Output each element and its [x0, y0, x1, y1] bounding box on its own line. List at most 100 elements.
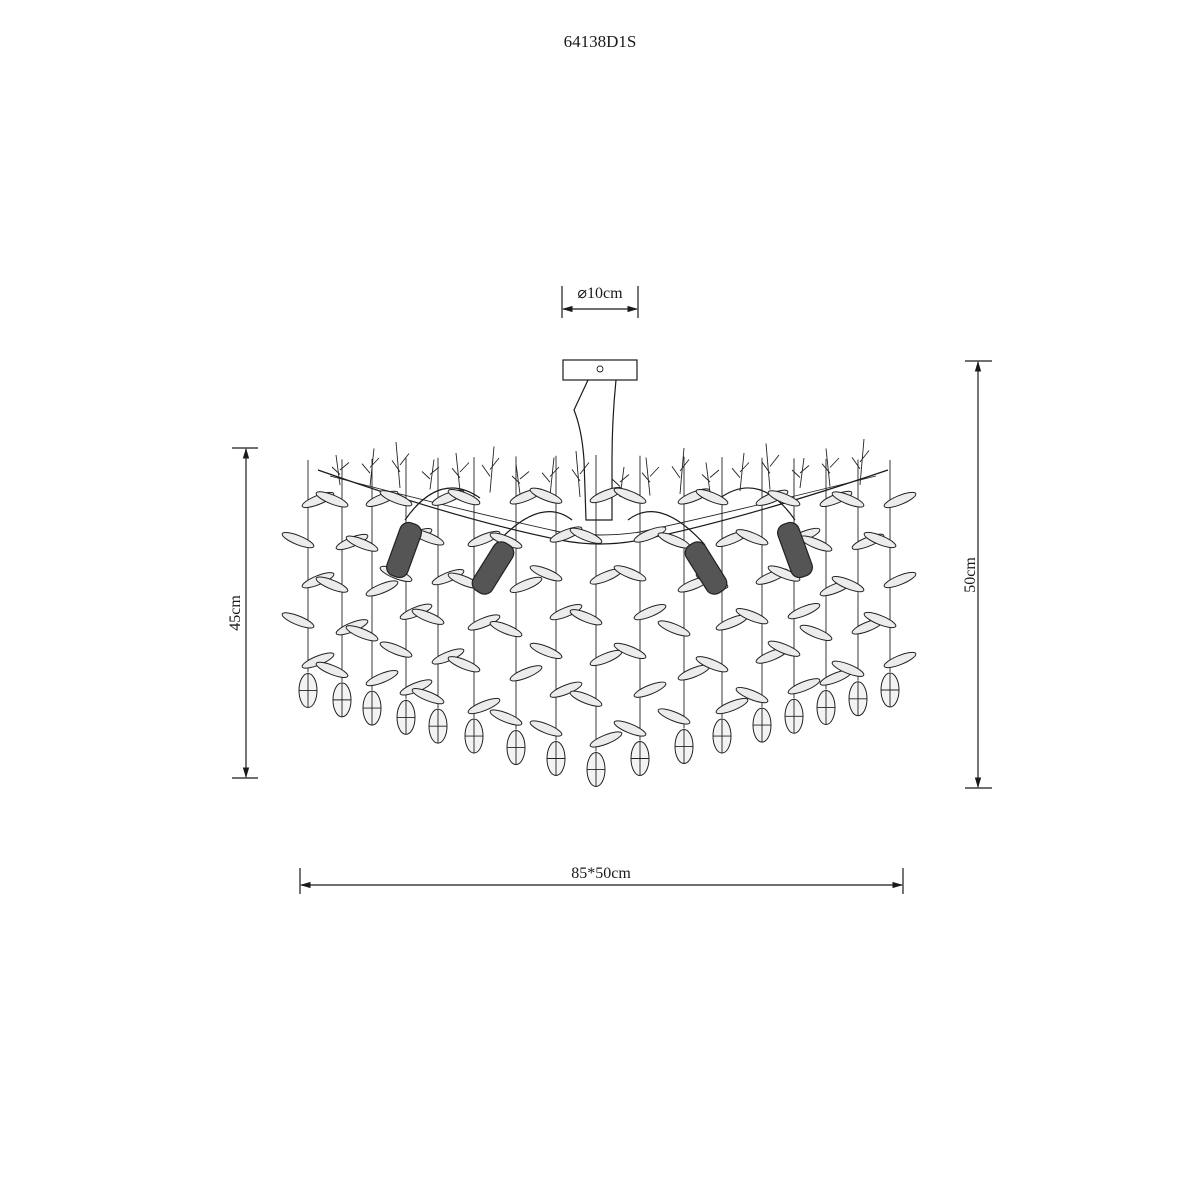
drop-crystal-facet	[881, 673, 899, 707]
coral-branch	[851, 438, 870, 486]
leaf-crystal	[345, 535, 379, 552]
leaf-crystal	[447, 489, 481, 506]
leaf-crystal	[489, 620, 523, 638]
body-height-label: 45cm	[227, 595, 244, 631]
coral-branch	[731, 452, 750, 492]
coral-branch	[671, 447, 690, 495]
drop-crystal-facet	[507, 730, 525, 765]
leaf-crystal	[735, 529, 769, 546]
coral-branch	[421, 459, 440, 490]
leaf-crystal	[883, 571, 917, 589]
leaf-crystal	[467, 697, 501, 715]
coral-branch	[391, 441, 410, 489]
drop-crystal-facet	[817, 690, 835, 725]
leaf-crystal	[831, 660, 865, 677]
ceiling-canopy	[562, 359, 638, 381]
coral-branch	[791, 457, 810, 489]
drop-crystal-facet	[397, 700, 415, 735]
leaf-crystal	[529, 720, 563, 737]
leaf-crystal	[549, 681, 583, 698]
leaf-crystal	[633, 603, 667, 621]
coral-branches	[331, 438, 870, 498]
drop-crystal-facet	[631, 741, 649, 776]
width-dimension: 85*50cm	[299, 865, 904, 894]
leaf-crystal	[365, 669, 399, 687]
leaf-crystal	[315, 491, 349, 508]
lamp-shade	[386, 521, 422, 579]
leaf-crystal	[411, 608, 445, 625]
leaf-crystal	[633, 526, 667, 543]
coral-branch	[361, 448, 380, 487]
coral-branch	[541, 457, 560, 496]
lamp-shade	[471, 541, 515, 595]
leaf-crystal	[787, 603, 821, 620]
drop-crystal-facet	[333, 682, 351, 717]
lamp-shade	[684, 541, 728, 595]
leaf-crystal	[831, 491, 865, 508]
drop-crystal-facet	[547, 741, 565, 776]
leaf-crystal	[735, 608, 769, 625]
leaf-crystal	[365, 580, 399, 597]
leaf-crystal	[569, 690, 603, 707]
leaf-crystal	[509, 665, 543, 682]
leaf-crystal	[613, 642, 647, 660]
lamp-arm	[404, 487, 481, 521]
leaf-crystal	[735, 686, 769, 704]
leaf-crystal	[883, 491, 917, 509]
leaf-crystal	[657, 620, 691, 637]
coral-branch	[451, 452, 470, 492]
drop-crystal-facet	[587, 752, 605, 787]
leaf-crystal	[281, 612, 315, 629]
coral-branch	[761, 443, 780, 490]
leaf-crystal	[863, 531, 897, 549]
leaf-crystal	[529, 565, 563, 582]
leaf-crystal	[613, 565, 647, 582]
drop-crystal-facet	[849, 681, 867, 716]
model-code: 64138D1S	[564, 32, 637, 51]
coral-branch	[511, 463, 530, 495]
drop-crystal-facet	[429, 709, 447, 744]
drop-crystal-facet	[785, 699, 803, 734]
leaf-crystal	[695, 656, 729, 673]
leaf-crystal	[863, 611, 897, 629]
leaf-crystal	[767, 640, 801, 657]
crystal-strands	[281, 455, 917, 787]
width-depth-label: 85*50cm	[571, 865, 631, 882]
canopy-diameter-dimension: ⌀10cm	[561, 285, 639, 318]
drop-crystal-facet	[363, 691, 381, 726]
leaf-crystal	[281, 531, 315, 549]
coral-branch	[641, 457, 660, 496]
leaf-crystal	[767, 565, 801, 582]
leaf-crystal	[315, 661, 349, 678]
leaf-crystal	[345, 625, 379, 642]
coral-branch	[821, 448, 840, 487]
leaf-crystal	[831, 575, 865, 593]
leaf-crystal	[447, 656, 481, 673]
overall-height-label: 50cm	[962, 557, 979, 593]
body-height-dimension: 45cm	[227, 447, 258, 779]
leaf-crystal	[569, 527, 603, 544]
coral-branch	[481, 446, 500, 493]
leaf-crystal	[467, 614, 501, 631]
canopy-diameter-label: ⌀10cm	[577, 285, 623, 302]
leaf-crystal	[529, 642, 563, 660]
leaf-crystal	[787, 678, 821, 695]
drop-crystal-facet	[713, 719, 731, 754]
coral-branch	[701, 462, 720, 493]
leaf-crystal	[799, 624, 833, 641]
chandelier-illustration	[281, 359, 917, 787]
overall-height-dimension: 50cm	[962, 360, 992, 789]
center-stem	[573, 379, 617, 521]
lamp-arm	[627, 511, 706, 546]
leaf-crystal	[509, 576, 543, 593]
leaf-crystal	[549, 603, 583, 621]
leaf-crystal	[633, 681, 667, 698]
leaf-crystal	[411, 688, 445, 705]
leaf-crystal	[589, 649, 623, 667]
leaf-crystal	[569, 609, 603, 626]
leaf-crystal	[767, 490, 801, 507]
leaf-crystal	[695, 489, 729, 506]
leaf-crystal	[883, 651, 917, 669]
drop-crystal-facet	[465, 719, 483, 754]
